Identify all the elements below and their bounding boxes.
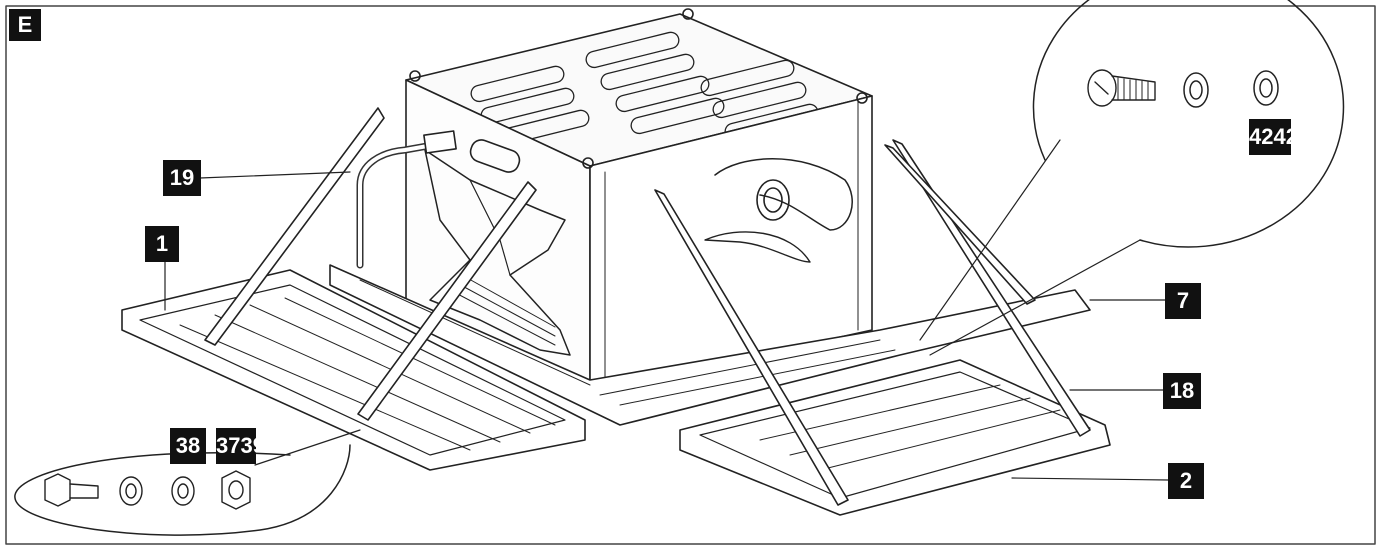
hardware-left-label-4: 3739	[216, 428, 256, 464]
cap-screw-icon	[1087, 69, 1156, 107]
strut-right-b	[892, 139, 1091, 437]
hardware-right-label-3: 4242	[1249, 119, 1291, 155]
hardware-left-label-3: 38	[170, 428, 206, 464]
leader-lines	[164, 171, 1169, 481]
flat-washer-icon	[119, 476, 143, 506]
cabinet-body	[405, 8, 873, 393]
strut-right-c	[884, 144, 1036, 305]
callout-19: 19	[163, 160, 201, 196]
strut-right-a	[654, 189, 849, 506]
callout-1: 1	[145, 226, 179, 262]
lock-washer-icon	[171, 476, 195, 506]
hex-nut-icon	[221, 470, 251, 510]
strut-left-a	[204, 107, 385, 346]
diagram-frame	[5, 5, 1376, 545]
hardware-callout-left	[14, 429, 361, 536]
hardware-callout-right	[919, 0, 1345, 356]
hex-bolt-icon	[44, 473, 99, 507]
callout-7: 7	[1165, 283, 1201, 319]
section-label: E	[9, 9, 41, 41]
flat-washer-icon	[1253, 70, 1279, 106]
lock-washer-icon	[1183, 72, 1209, 108]
strut-left-b	[357, 181, 537, 421]
callout-18: 18	[1163, 373, 1201, 409]
callout-2: 2	[1168, 463, 1204, 499]
